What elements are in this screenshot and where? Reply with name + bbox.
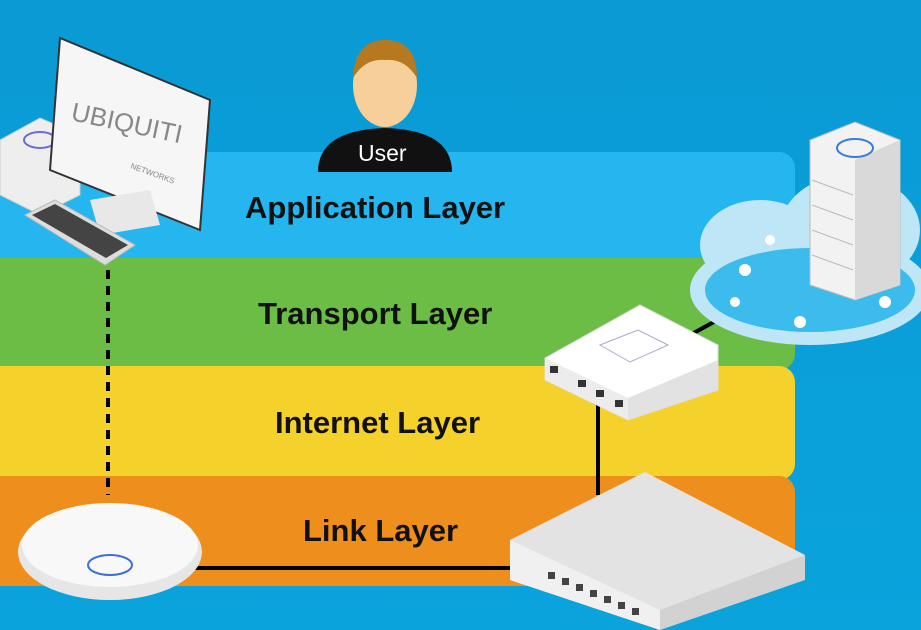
access-point-icon [18, 503, 202, 600]
application-layer-label: Application Layer [245, 190, 506, 225]
keyboard-icon [23, 199, 136, 266]
internet-layer-band: Internet Layer [0, 366, 795, 480]
transport-layer-label: Transport Layer [258, 296, 493, 331]
user-avatar-icon [318, 40, 452, 172]
internet-layer-label: Internet Layer [275, 405, 481, 440]
router-icon [544, 304, 719, 421]
monitor-icon: UBIQUITI NETWORKS [48, 36, 212, 235]
server-icon [809, 121, 901, 301]
user-label: User [358, 140, 407, 166]
link-layer-label: Link Layer [303, 513, 459, 548]
switch-icon [510, 472, 805, 630]
